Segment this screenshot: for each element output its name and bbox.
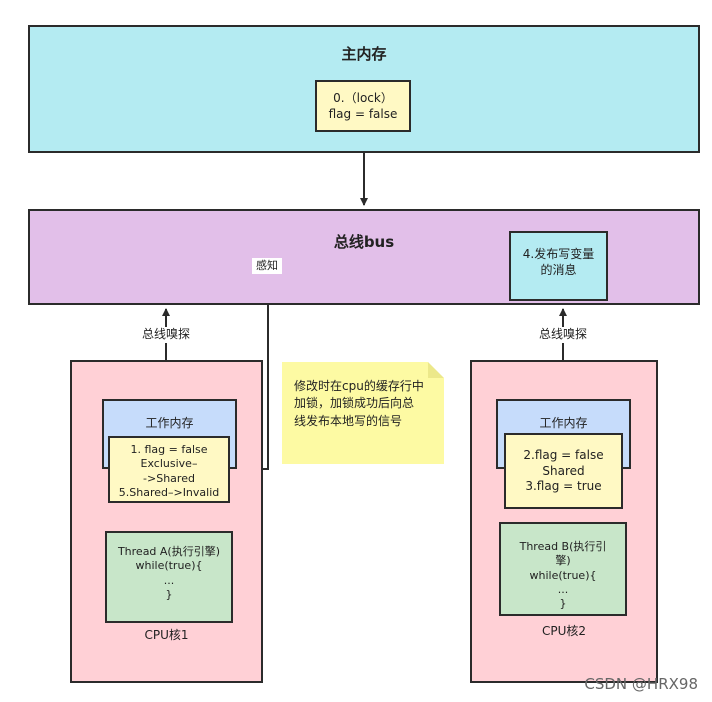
cpu2-cache-text: 3.flag = true (525, 479, 602, 494)
cpu2-thread-text: while(true){ (529, 568, 597, 582)
cpu2-cache-text: 2.flag = false (523, 448, 604, 462)
note-fold-corner (428, 362, 444, 378)
csdn-watermark: CSDN @HRX98 (584, 674, 698, 693)
main-memory-title: 主内存 (341, 45, 387, 63)
note-line: 线发布本地写的信号 (294, 413, 403, 428)
cpu1-work-memory-title: 工作内存 (145, 416, 194, 430)
cpu1-thread-text: } (165, 587, 173, 601)
main-memory-flag: 0.（lock） flag = false (315, 80, 411, 132)
cpu2-thread-box: Thread B(执行引 擎) while(true){ ... } (499, 522, 627, 616)
perceive-label: 感知 (252, 258, 282, 274)
cpu1-label: CPU核1 (144, 628, 189, 642)
cpu1-cache-text: 1. flag = false (130, 443, 208, 456)
cpu1-cache-text: 5.Shared–>Invalid (118, 485, 220, 499)
cpu2-thread-text: } (559, 597, 567, 611)
cpu1-thread-text: while(true){ (135, 559, 203, 573)
cpu1-thread-text: Thread A(执行引擎) (117, 545, 221, 558)
bus-message-line: 的消息 (540, 262, 577, 277)
bus-message-line: 4.发布写变量 (522, 247, 595, 261)
cpu2-cache-line: 2.flag = false Shared 3.flag = true (504, 433, 623, 509)
cpu2-thread-text: Thread B(执行引 (519, 540, 607, 553)
cpu2-label: CPU核2 (541, 624, 587, 638)
sticky-note: 修改时在cpu的缓存行中 加锁，加锁成功后向总 线发布本地写的信号 (282, 362, 444, 464)
cpu1-thread-box: Thread A(执行引擎) while(true){ ... } (105, 531, 233, 623)
cpu1-cache-line: 1. flag = false Exclusive– ->Shared 5.Sh… (108, 436, 230, 503)
cpu2-work-memory-title: 工作内存 (539, 416, 588, 430)
note-line: 加锁，加锁成功后向总 (294, 396, 415, 411)
bus-snoop-label-right: 总线嗅探 (533, 327, 593, 343)
cpu2-cache-text: Shared (542, 463, 585, 478)
bus-message-box: 4.发布写变量 的消息 (509, 231, 608, 301)
note-line: 修改时在cpu的缓存行中 (294, 379, 424, 393)
cpu1-cache-text: Exclusive– (140, 457, 198, 471)
cpu1-thread-text: ... (163, 573, 175, 587)
main-memory-flag-line: flag = false (328, 106, 398, 121)
main-memory-flag-line: 0.（lock） (333, 91, 393, 105)
bus-title: 总线bus (333, 233, 395, 251)
cpu2-thread-text: ... (557, 582, 569, 596)
bus-snoop-label-left: 总线嗅探 (136, 327, 196, 343)
cpu2-thread-text: 擎) (555, 554, 571, 568)
cpu1-cache-text: ->Shared (143, 471, 195, 485)
